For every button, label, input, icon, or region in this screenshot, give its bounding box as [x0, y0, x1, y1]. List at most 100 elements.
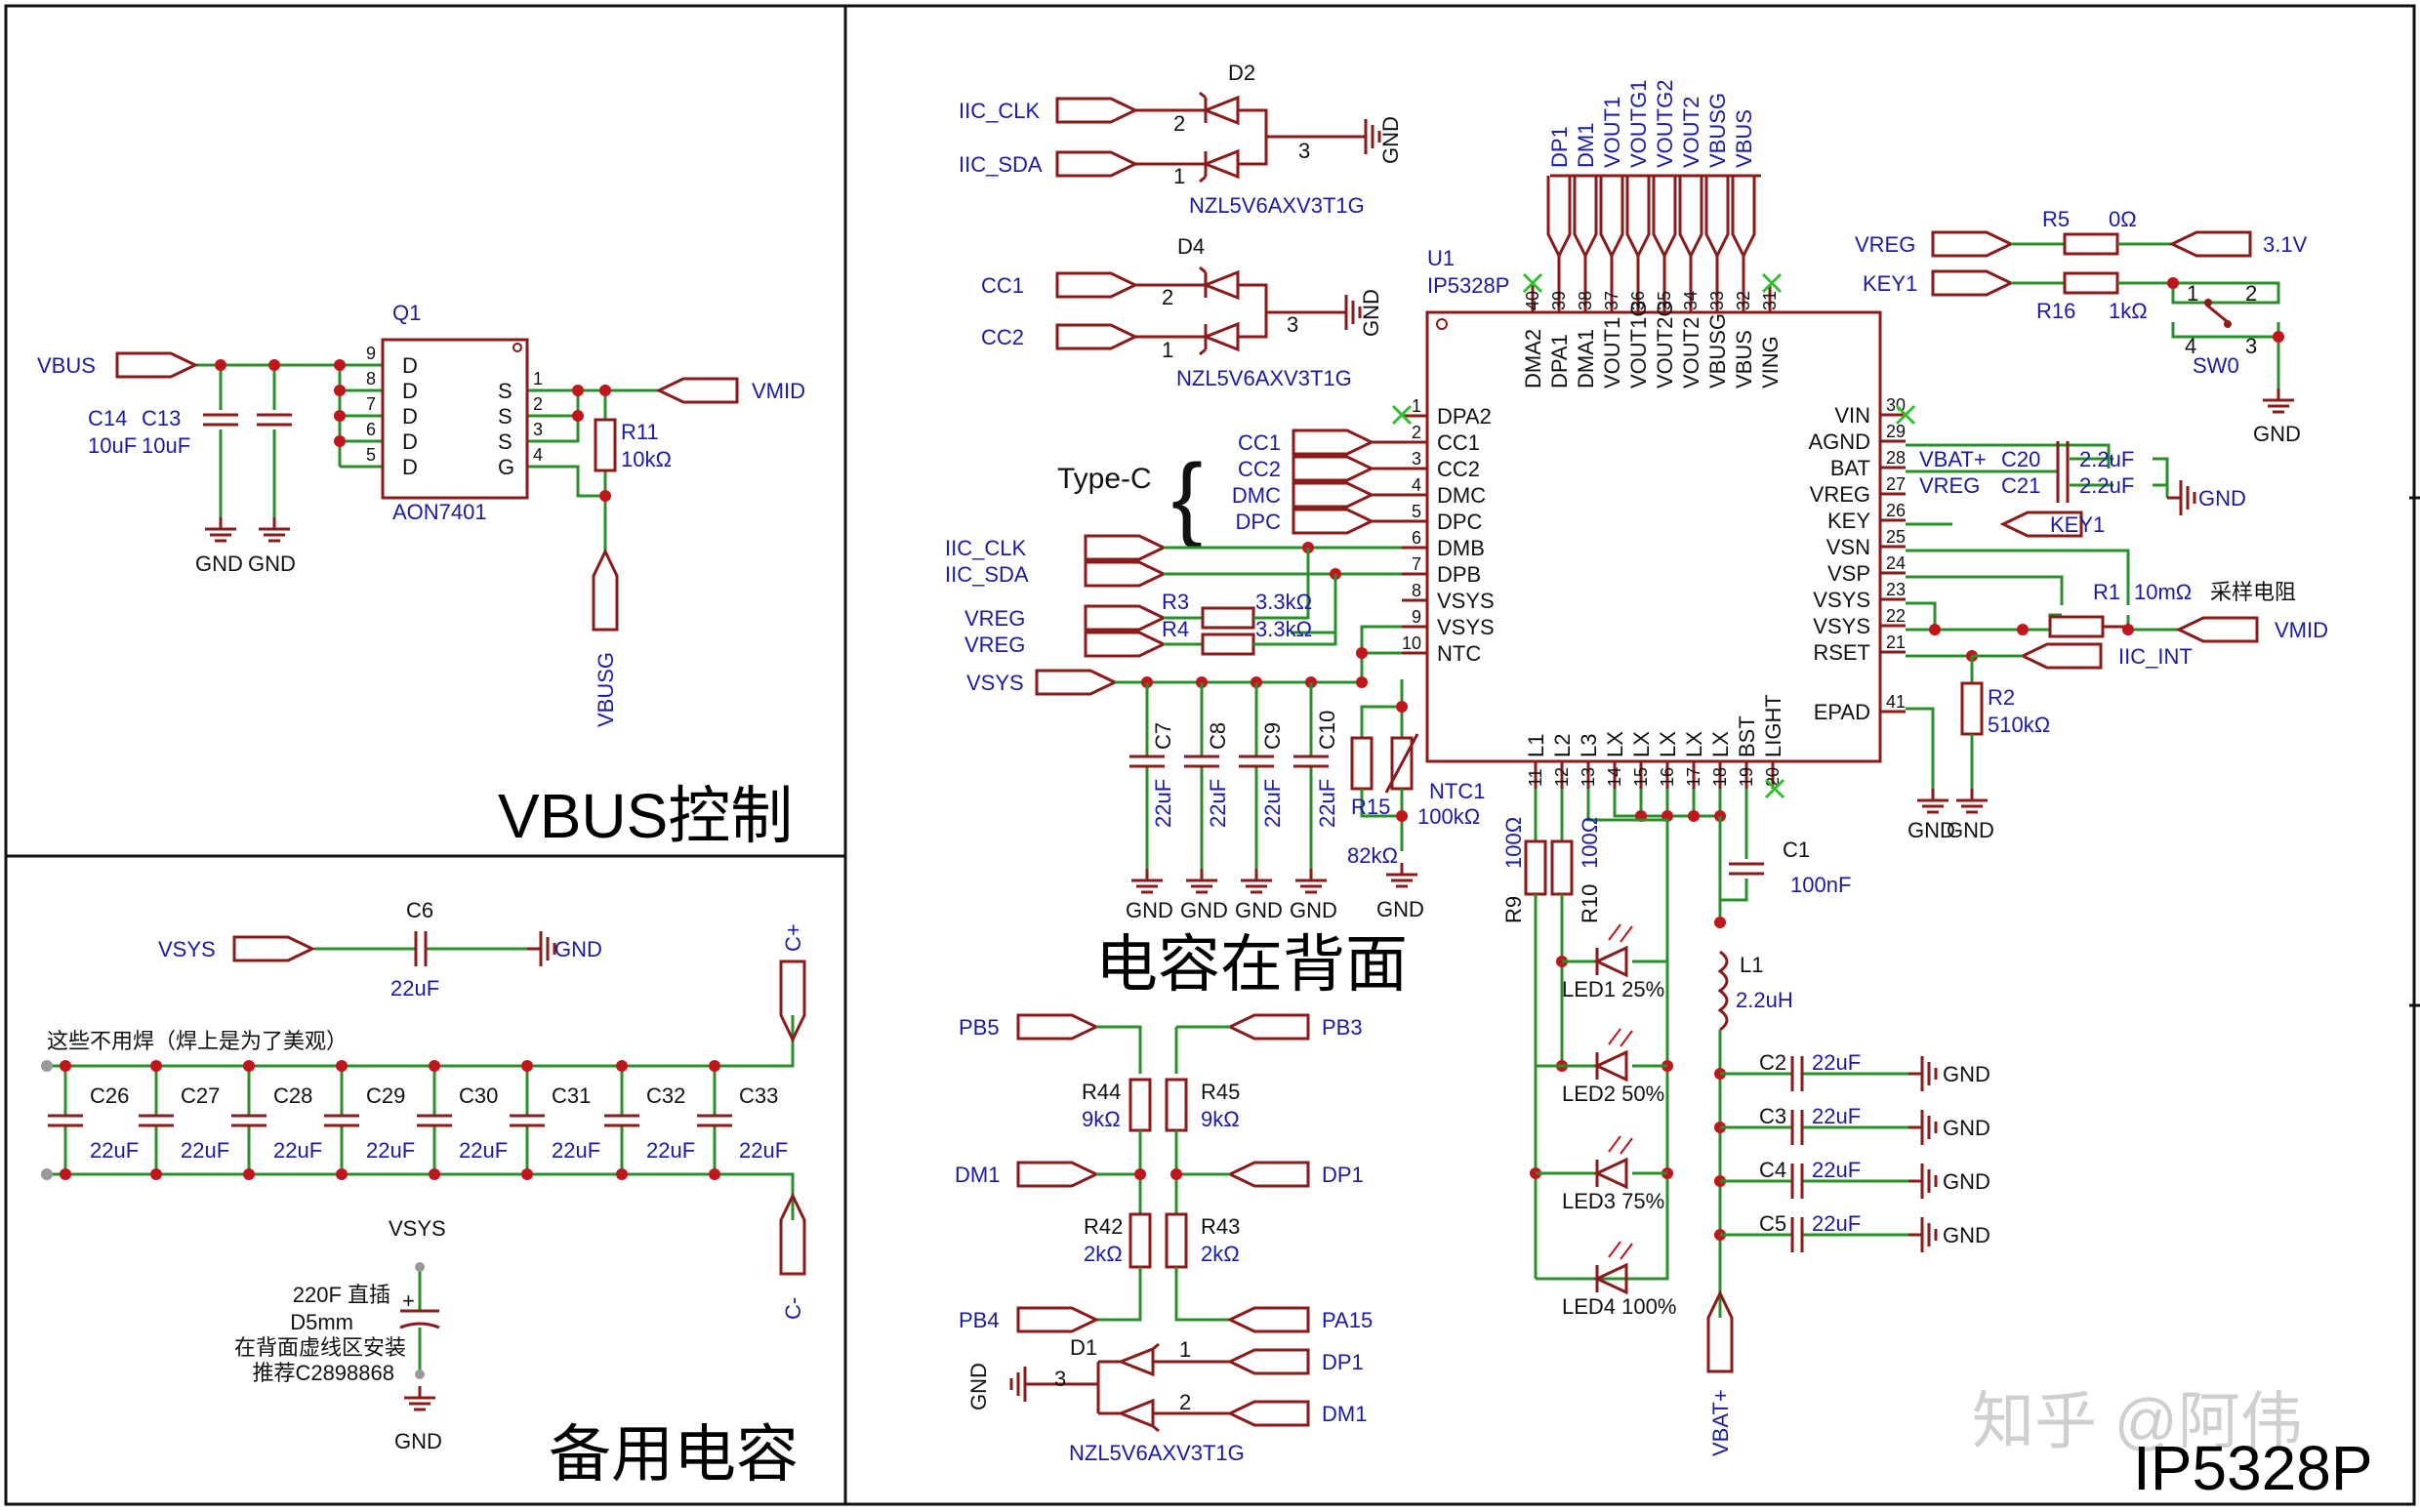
sense-note: 采样电阻	[2210, 580, 2296, 604]
net-vsys: VSYS	[158, 937, 216, 961]
gnd-label: GND	[2253, 422, 2301, 446]
d4-ref: D4	[1177, 234, 1205, 259]
net-cc1: CC1	[1238, 430, 1281, 455]
svg-text:4: 4	[2185, 334, 2196, 358]
pin-number: 18	[1710, 767, 1730, 787]
pin-name: DMA2	[1521, 329, 1545, 388]
u1-part: IP5328P	[1427, 273, 1509, 298]
pin-number: 33	[1707, 291, 1727, 310]
svg-text:D: D	[402, 429, 418, 454]
net-pb5: PB5	[959, 1015, 1000, 1040]
svg-text:S: S	[498, 404, 513, 429]
pin-number: 31	[1760, 291, 1780, 310]
svg-text:S: S	[498, 429, 513, 454]
cap-value: 22uF	[1315, 779, 1339, 828]
net-3v1: 3.1V	[2263, 232, 2308, 257]
svg-text:6: 6	[366, 420, 376, 439]
cap-value: 22uF	[181, 1138, 229, 1163]
top-net-label: VOUT1	[1600, 97, 1624, 168]
svg-text:4: 4	[533, 445, 543, 465]
pin-name: EPAD	[1814, 700, 1870, 724]
pin-number: 26	[1886, 501, 1906, 520]
net-pb3: PB3	[1322, 1015, 1363, 1040]
cap-value: 22uF	[646, 1138, 695, 1163]
cap-ref: C7	[1151, 722, 1175, 750]
pin-number: 35	[1655, 291, 1674, 310]
pin-number: 16	[1658, 767, 1677, 787]
pin-number: 39	[1549, 291, 1569, 310]
gnd-label: GND	[1126, 898, 1173, 922]
cap-ref: C33	[739, 1083, 778, 1108]
q1-ref: Q1	[392, 301, 421, 325]
pin-number: 32	[1734, 291, 1753, 310]
c1-ref: C1	[1783, 838, 1810, 862]
r2-ref: R2	[1988, 685, 2015, 710]
net-vbat-plus: VBAT+	[1708, 1389, 1733, 1456]
pin-name: BAT	[1830, 456, 1870, 480]
c13-value: 10uF	[142, 433, 190, 458]
net-cc2: CC2	[1238, 457, 1281, 481]
pin-number: 3	[1412, 449, 1421, 469]
cap-ref: C26	[90, 1083, 129, 1108]
pin-number: 19	[1737, 767, 1756, 787]
pin-name: NTC	[1437, 641, 1481, 666]
l1-value: 2.2uH	[1736, 988, 1793, 1012]
typec-brace: {	[1171, 445, 1203, 550]
cap-value: 22uF	[739, 1138, 788, 1163]
pin-number: 23	[1886, 580, 1906, 599]
u1-bottom-pins: 11L112L213L314LX15LX16LX17LX18LX19BST20L…	[1524, 694, 1785, 789]
pin-number: 4	[1412, 475, 1421, 495]
net-dmc: DMC	[1232, 483, 1281, 508]
cap-value: 22uF	[459, 1138, 508, 1163]
pin-name: AGND	[1808, 429, 1870, 454]
big-cap-line: 在背面虚线区安装	[234, 1335, 406, 1360]
pin-name: VREG	[1810, 482, 1870, 507]
led-label: LED2 50%	[1562, 1082, 1664, 1106]
c6-value: 22uF	[390, 976, 439, 1001]
net-cc2: CC2	[981, 325, 1024, 349]
svg-text:3: 3	[1287, 312, 1298, 337]
left-nets-section: Type-C { CC1 CC2 DMC DPC IIC_CLK IIC_SDA	[945, 429, 1485, 1000]
l1-ref: L1	[1740, 953, 1763, 977]
pin-name: VING	[1758, 336, 1783, 388]
cap-ref: C31	[552, 1083, 591, 1108]
top-net-label: DM1	[1574, 123, 1598, 168]
r3-ref: R3	[1162, 590, 1189, 614]
typec-label: Type-C	[1057, 463, 1152, 495]
pin-name: VOUT1G	[1626, 301, 1651, 388]
svg-text:5: 5	[366, 445, 376, 465]
net-vmid: VMID	[2275, 618, 2328, 642]
q1-pin-numbers: 9 8 7 6 5 1 2 3 4	[366, 344, 543, 465]
top-net-label: DP1	[1547, 126, 1572, 168]
cap-value: 22uF	[1812, 1211, 1861, 1236]
svg-text:1: 1	[1162, 338, 1173, 362]
gnd-label: GND	[394, 1429, 442, 1453]
svg-text:2: 2	[533, 394, 543, 414]
led-label: LED3 75%	[1562, 1189, 1664, 1213]
pin-name: VSYS	[1437, 615, 1495, 639]
net-vbus: VBUS	[37, 353, 96, 378]
svg-text:9: 9	[366, 344, 376, 363]
pin-number: 7	[1412, 554, 1421, 574]
r44-value: 9kΩ	[1082, 1107, 1121, 1131]
r43-ref: R43	[1201, 1214, 1240, 1239]
pin-number: 9	[1412, 607, 1421, 627]
pin-name: LX	[1708, 731, 1733, 757]
net-dm1: DM1	[955, 1163, 1000, 1187]
net-iic-int: IIC_INT	[2118, 644, 2193, 669]
u1-body	[1425, 310, 1882, 763]
polarity-plus: +	[402, 1288, 415, 1313]
gnd-label: GND	[1235, 898, 1283, 922]
cap-value: 22uF	[366, 1138, 415, 1163]
cap-ref: C30	[459, 1083, 498, 1108]
pin-name: L1	[1524, 734, 1548, 757]
pin-name: VBUSG	[1705, 313, 1730, 388]
pin-name: KEY	[1827, 509, 1870, 533]
gnd-label: GND	[1947, 818, 1994, 842]
r5-value: 0Ω	[2109, 207, 2137, 231]
pin-name: VSYS	[1437, 589, 1495, 613]
r11-ref: R11	[621, 420, 659, 444]
pin-name: VSN	[1826, 535, 1870, 559]
pin-name: VSYS	[1813, 588, 1870, 612]
